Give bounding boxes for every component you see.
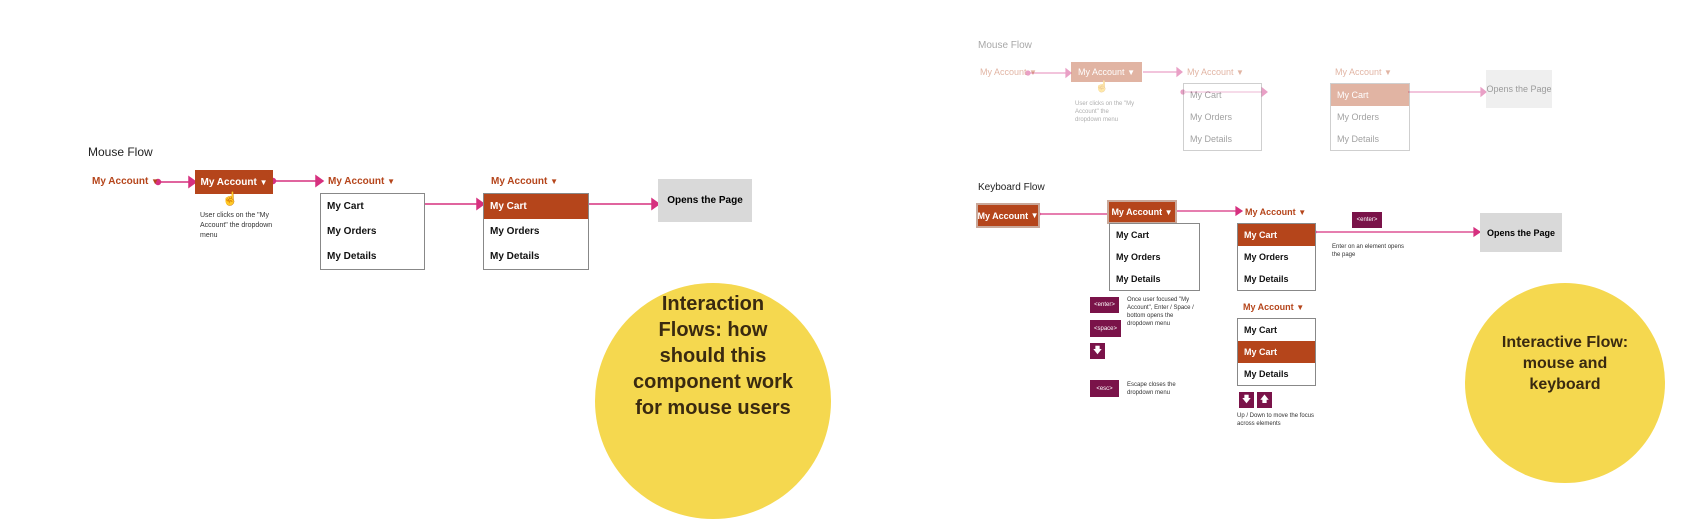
menu-item-my-orders[interactable]: My Orders	[1116, 252, 1161, 262]
my-account-link[interactable]: My Account ▼	[1187, 67, 1244, 77]
arrow-down-key-icon: 🡇	[1239, 392, 1254, 408]
my-account-link[interactable]: My Account ▼	[980, 67, 1037, 77]
dropdown-menu: My Cart My Orders My Details	[1109, 223, 1200, 291]
my-account-label: My Account	[1187, 67, 1234, 77]
menu-item-my-orders[interactable]: My Orders	[1244, 252, 1289, 262]
menu-item-my-cart[interactable]: My Cart	[1116, 230, 1150, 240]
my-account-button-active[interactable]: My Account ▼	[195, 170, 273, 194]
open-caption: Once user focused "My Account", Enter / …	[1127, 297, 1194, 327]
faded-mouse-flow-title: Mouse Flow	[978, 40, 1032, 51]
menu-item-my-details[interactable]: My Details	[327, 251, 377, 262]
my-account-label: My Account	[328, 176, 385, 187]
enter-key: <enter>	[1090, 297, 1119, 313]
menu-item-my-cart[interactable]: My Cart	[1238, 224, 1315, 246]
caret-down-icon: ▼	[1029, 68, 1037, 77]
my-account-link[interactable]: My Account ▼	[92, 176, 159, 187]
enter-key: <enter>	[1352, 212, 1382, 228]
menu-item-my-details[interactable]: My Details	[1116, 274, 1161, 284]
menu-item-my-cart[interactable]: My Cart	[1244, 325, 1278, 335]
esc-key: <esc>	[1090, 380, 1119, 397]
caret-down-icon: ▼	[1296, 303, 1305, 312]
faded-caption: User clicks on the "My Account" the drop…	[1075, 101, 1135, 123]
opens-page-box: Opens the Page	[1486, 70, 1552, 108]
caret-down-icon: ▼	[1384, 68, 1392, 77]
caret-down-icon: ▼	[1127, 67, 1135, 77]
menu-item-my-details[interactable]: My Details	[1190, 134, 1233, 144]
dropdown-menu: My Cart My Orders My Details	[320, 193, 425, 270]
my-account-label: My Account	[92, 176, 149, 187]
circle-text: Interaction Flows: how should this compo…	[632, 293, 793, 419]
keyboard-flow-circle: Interactive Flow: mouse and keyboard	[1465, 283, 1665, 483]
space-key: <space>	[1090, 320, 1121, 337]
my-account-button-focused[interactable]: My Account ▼	[976, 203, 1040, 228]
arrow-down-key-icon: 🡇	[1090, 343, 1105, 359]
mouse-caption: User clicks on the "My Account" the drop…	[200, 212, 273, 239]
dropdown-menu: My Cart My Orders My Details	[1183, 83, 1262, 151]
caret-down-icon: ▼	[1030, 211, 1039, 220]
menu-item-my-cart[interactable]: My Cart	[1331, 84, 1409, 106]
menu-item-my-cart[interactable]: My Cart	[484, 194, 588, 219]
menu-item-my-details[interactable]: My Details	[1244, 369, 1289, 379]
caret-down-icon: ▼	[1298, 208, 1307, 217]
my-account-link[interactable]: My Account ▼	[328, 176, 395, 187]
circle-text: Interactive Flow: mouse and keyboard	[1501, 333, 1629, 393]
opens-page-box: Opens the Page	[1480, 213, 1562, 252]
caret-down-icon: ▼	[1236, 68, 1244, 77]
arrow-up-key-icon: 🡅	[1257, 392, 1272, 408]
my-account-button-active[interactable]: My Account ▼	[1071, 62, 1142, 82]
menu-item-my-cart[interactable]: My Cart	[1190, 90, 1222, 100]
my-account-label: My Account	[1243, 302, 1294, 312]
dropdown-menu-navigation: My Cart My Cart My Details	[1237, 318, 1316, 386]
caret-down-icon: ▼	[151, 177, 160, 186]
my-account-label: My Account	[1111, 207, 1163, 217]
menu-item-my-orders[interactable]: My Orders	[1337, 112, 1380, 122]
my-account-label: My Account	[200, 176, 257, 188]
my-account-label: My Account	[980, 67, 1027, 77]
hand-cursor-icon: ☝	[1095, 81, 1109, 93]
caret-down-icon: ▼	[1164, 207, 1173, 217]
hand-cursor-icon: ☝	[222, 191, 239, 206]
mouse-flow-title: Mouse Flow	[88, 145, 153, 159]
menu-item-my-orders[interactable]: My Orders	[1190, 112, 1233, 122]
menu-item-my-orders[interactable]: My Orders	[327, 226, 377, 237]
caret-down-icon: ▼	[259, 177, 268, 187]
opens-page-box: Opens the Page	[658, 179, 752, 222]
my-account-button-open[interactable]: My Account ▼	[1107, 200, 1177, 224]
mouse-flow-circle: Interaction Flows: how should this compo…	[595, 283, 831, 519]
menu-item-my-cart[interactable]: My Cart	[327, 201, 364, 212]
dropdown-menu-hover: My Cart My Orders My Details	[483, 193, 589, 270]
caret-down-icon: ▼	[550, 177, 559, 186]
menu-item-my-orders[interactable]: My Orders	[490, 226, 540, 237]
my-account-label: My Account	[1078, 67, 1125, 77]
my-account-link[interactable]: My Account ▼	[1335, 67, 1392, 77]
dropdown-menu-hover: My Cart My Orders My Details	[1330, 83, 1410, 151]
my-account-label: My Account	[1245, 207, 1296, 217]
menu-item-focused[interactable]: My Cart	[1238, 341, 1315, 363]
my-account-label: My Account	[491, 176, 548, 187]
my-account-link[interactable]: My Account ▼	[491, 176, 558, 187]
keyboard-flow-title: Keyboard Flow	[978, 182, 1045, 193]
my-account-label: My Account	[1335, 67, 1382, 77]
my-account-label: My Account	[977, 210, 1029, 221]
my-account-link[interactable]: My Account ▼	[1243, 302, 1304, 312]
updown-caption: Up / Down to move the focus across eleme…	[1237, 413, 1315, 427]
menu-item-my-details[interactable]: My Details	[490, 251, 540, 262]
menu-item-my-details[interactable]: My Details	[1244, 274, 1289, 284]
enter-caption: Enter on an element opens the page	[1332, 244, 1405, 258]
caret-down-icon: ▼	[387, 177, 396, 186]
my-account-link[interactable]: My Account ▼	[1245, 207, 1306, 217]
dropdown-menu-focused: My Cart My Orders My Details	[1237, 223, 1316, 291]
menu-item-my-details[interactable]: My Details	[1337, 134, 1380, 144]
esc-caption: Escape closes the dropdown menu	[1127, 382, 1176, 396]
